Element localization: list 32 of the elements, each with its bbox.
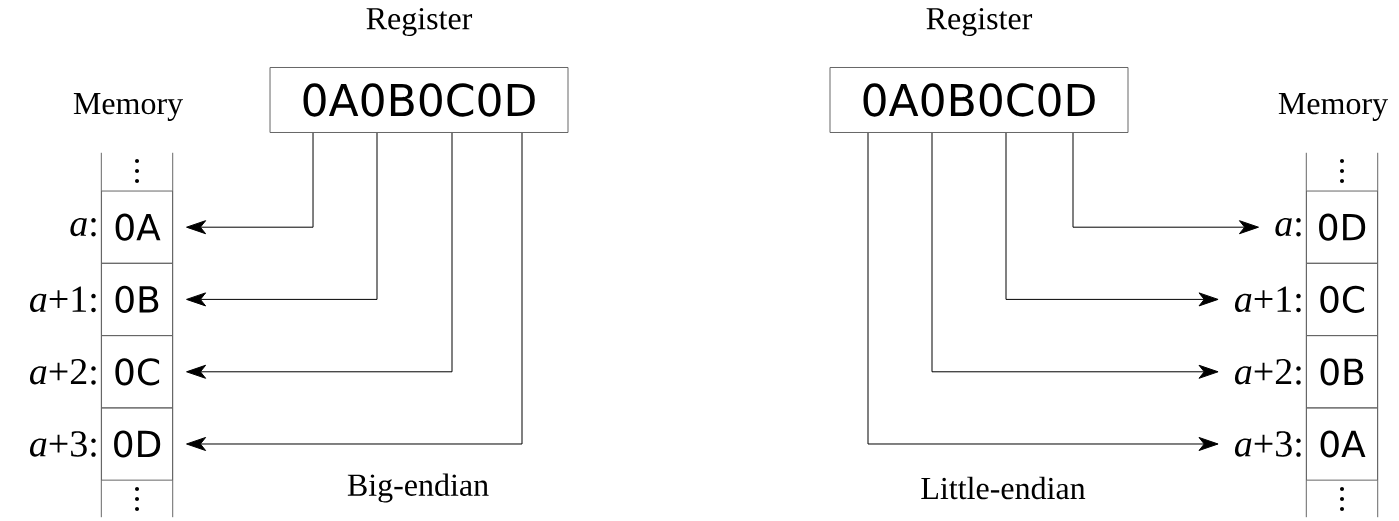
memory-cell: 0D: [1306, 190, 1378, 264]
arrow: [186, 132, 378, 307]
address-label: a+2:: [29, 358, 96, 385]
address-label: a:: [70, 217, 96, 237]
address-label: a+3:: [1234, 431, 1301, 457]
address-label: a+3:: [29, 431, 96, 457]
caption-label: Big-endian: [347, 473, 489, 503]
memory-cell: 0A: [101, 190, 173, 264]
arrow: [1072, 132, 1259, 235]
arrow: [186, 132, 523, 451]
address-label: a:: [1275, 217, 1301, 237]
memory-cell: 0B: [1306, 335, 1378, 409]
register-box: Register 0A0B0C0D: [829, 7, 1129, 133]
arrow: [867, 132, 1219, 451]
node-label: Memory: [1278, 93, 1388, 121]
caption-label: Little-endian: [921, 476, 1086, 500]
memory-cell: 0D: [101, 407, 173, 481]
memory-cell: 0A: [1306, 407, 1378, 481]
address-label: a+2:: [1234, 358, 1301, 385]
memory-cell: 0C: [101, 335, 173, 409]
node-label: Register: [926, 7, 1033, 37]
node-label: Register: [366, 7, 473, 37]
node-label: Memory: [73, 93, 183, 121]
arrow: [1005, 132, 1219, 307]
memory-cell: 0B: [101, 262, 173, 337]
memory-cell: 0C: [1306, 262, 1378, 337]
arrow: [931, 132, 1219, 379]
address-label: a+1:: [1234, 286, 1301, 313]
address-label: a+1:: [29, 286, 96, 313]
arrow: [186, 132, 453, 379]
register-box: Register 0A0B0C0D: [269, 7, 569, 133]
arrow: [186, 132, 314, 235]
